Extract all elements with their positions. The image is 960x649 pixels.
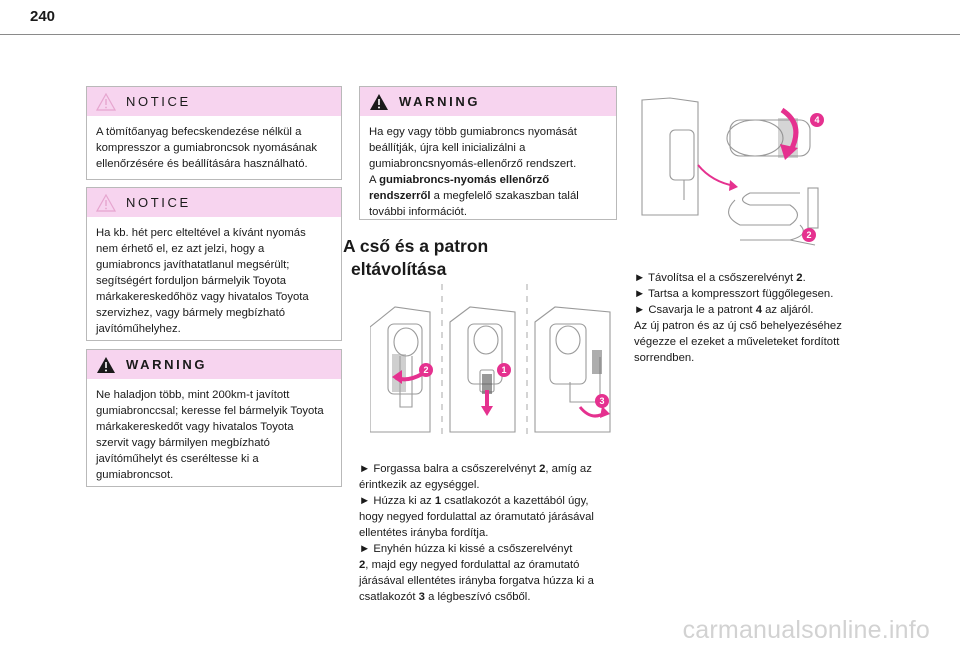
text-line: Az új patron és az új cső behelyezéséhez [634,320,842,332]
text-run-bold: 4 [755,304,762,316]
text-line: ellentétes irányba fordítja. [359,527,489,539]
text-line: további információt. [369,206,467,218]
text-run: a megfelelő szakaszban talál [430,190,579,202]
text-run: A [369,174,380,186]
text-line: javítóműhelyt és cseréltesse ki a [96,453,259,465]
text-line: 2, majd egy negyed fordulattal az óramut… [359,557,619,573]
text-run: csatlakozót a kazettából úgy, [441,495,589,507]
warning-box-2-title: WARNING [399,94,481,109]
notice-box-1-title: NOTICE [126,94,191,109]
callout-2: 2 [419,363,433,377]
notice-box-1-header: NOTICE [87,87,341,116]
steps-right: ► Távolítsa el a csőszerelvényt 2. ► Tar… [634,270,904,366]
header-rule [0,34,960,35]
text-line: beállítják, újra kell inicializálni a [369,142,526,154]
text-line: érintkezik az egységgel. [359,479,480,491]
warning-box-1-title: WARNING [126,357,208,372]
text-run-bold: 2 [539,463,546,475]
text-run: , amíg az [545,463,592,475]
text-run-bold: 2 [359,559,366,571]
callout-2: 2 [802,228,816,242]
text-line: ► Csavarja le a patront 4 az aljáról. [634,302,904,318]
text-run-bold: 2 [796,272,803,284]
text-run: . [802,272,806,284]
text-line: Ha kb. hét perc elteltével a kívánt nyom… [96,227,306,239]
text-run-bold: 3 [418,591,425,603]
notice-triangle-icon [96,193,116,212]
text-line: Ne haladjon több, mint 200km-t javított [96,389,290,401]
warning-box-1-text: Ne haladjon több, mint 200km-t javított … [87,379,341,491]
text-line: szervizhez, vagy bármely megbízható [96,307,285,319]
text-line: gumiabronccsal; keresse fel bármelyik To… [96,405,324,417]
notice-box-1-text: A tömítőanyag befecskendezése nélkül a k… [87,116,341,180]
text-line: gumiabroncsot. [96,469,174,481]
text-line: sorrendben. [634,352,695,364]
notice-box-2-text: Ha kb. hét perc elteltével a kívánt nyom… [87,217,341,345]
text-run: , majd egy negyed fordulattal az óramuta… [365,559,580,571]
notice-box-2-header: NOTICE [87,188,341,217]
cartridge-removal-figure [641,97,819,246]
text-line: segítségért forduljon bármelyik Toyota [96,275,287,287]
text-line: végezze el ezeket a műveleteket fordítot… [634,336,840,348]
text-line: rendszerről a megfelelő szakaszban talál [369,188,608,204]
text-line: kompresszor a gumiabroncsok nyomásának [96,142,318,154]
steps-left: ► Forgassa balra a csőszerelvényt 2, amí… [359,461,619,605]
text-line: járásával ellentétes irányba forgatva hú… [359,575,594,587]
warning-box-2-header: WARNING [360,87,616,116]
text-line: Ha egy vagy több gumiabroncs nyomását [369,126,577,138]
text-run: ► Húzza ki az [359,495,435,507]
text-run: ► Távolítsa el a csőszerelvényt [634,272,797,284]
text-line: ellenőrzésére és beállítására használhat… [96,158,308,170]
callout-1: 1 [497,363,511,377]
text-line: ► Távolítsa el a csőszerelvényt 2. [634,270,904,286]
section-title-line: eltávolítása [351,259,447,279]
watermark-brand: carmanualsonline.info [682,616,930,644]
notice-box-2: NOTICE Ha kb. hét perc elteltével a kívá… [86,187,342,341]
text-line: A tömítőanyag befecskendezése nélkül a [96,126,302,138]
text-line: ► Enyhén húzza ki kissé a csőszerelvényt [359,543,573,555]
warning-box-1: WARNING Ne haladjon több, mint 200km-t j… [86,349,342,487]
text-line: ► Húzza ki az 1 csatlakozót a kazettából… [359,493,619,509]
section-title: A cső és a patron eltávolítása [343,235,488,281]
callout-4: 4 [810,113,824,127]
warning-triangle-icon [97,356,115,373]
text-line: javítóműhelyhez. [96,323,181,335]
page-number: 240 [30,8,56,25]
warning-box-2: WARNING Ha egy vagy több gumiabroncs nyo… [359,86,617,220]
text-run: ► Csavarja le a patront [634,304,756,316]
text-line: A gumiabroncs-nyomás ellenőrző [369,172,608,188]
text-line: gumiabroncs javíthatatlanul megsérült; [96,259,290,271]
callout-3: 3 [595,394,609,408]
text-line: ► Forgassa balra a csőszerelvényt 2, amí… [359,461,619,477]
section-title-line: A cső és a patron [343,236,489,256]
warning-box-2-text: Ha egy vagy több gumiabroncs nyomását be… [360,116,616,228]
text-line: hogy negyed fordulattal az óramutató jár… [359,511,594,523]
notice-triangle-icon [96,92,116,111]
text-run: az aljáról. [762,304,814,316]
notice-box-1: NOTICE A tömítőanyag befecskendezése nél… [86,86,342,180]
text-run-bold: gumiabroncs-nyomás ellenőrző [379,174,550,186]
notice-box-2-title: NOTICE [126,195,191,210]
warning-triangle-icon [370,93,388,110]
text-line: nem érhető el, ez azt jelzi, hogy a [96,243,265,255]
text-run: ► Forgassa balra a csőszerelvényt [359,463,540,475]
text-run-bold: rendszerről [369,190,431,202]
text-line: márkakereskedőt vagy hivatalos Toyota [96,421,294,433]
text-run: csatlakozót [359,591,419,603]
warning-box-1-header: WARNING [87,350,341,379]
footer-strip: carmanualsonline.info [0,612,960,649]
text-line: csatlakozót 3 a légbeszívó csőből. [359,589,619,605]
text-run-bold: 1 [434,495,442,507]
text-run: a légbeszívó csőből. [424,591,531,603]
text-line: ► Tartsa a kompresszort függőlegesen. [634,288,834,300]
text-line: szervit vagy bármilyen megbízható [96,437,270,449]
text-line: márkakereskedőhöz vagy hivatalos Toyota [96,291,309,303]
text-line: gumiabroncsnyomás-ellenőrző rendszert. [369,158,577,170]
hose-removal-figure [370,284,611,438]
